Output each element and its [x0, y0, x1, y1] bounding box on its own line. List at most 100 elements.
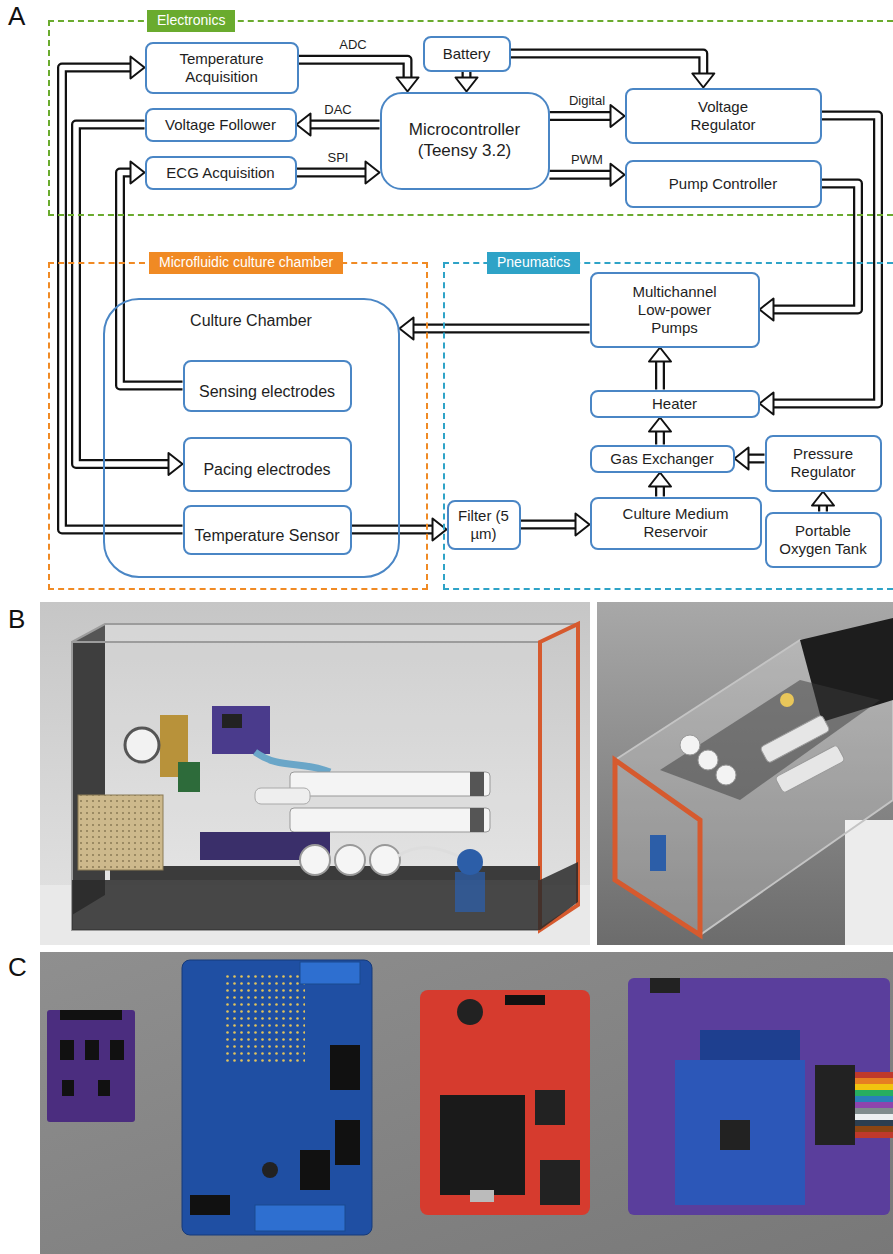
- arrow-inner: [310, 122, 380, 128]
- panel-letter: A: [8, 3, 25, 29]
- arrow-head: [692, 74, 714, 88]
- photo-enclosure-front: [470, 808, 484, 832]
- box-label: Voltage Follower: [165, 116, 276, 134]
- arrow-outline: [773, 116, 879, 404]
- process-box: Pump Controller: [625, 160, 822, 208]
- photo-circuit-boards: [815, 1065, 855, 1145]
- photo-circuit-boards: [60, 1010, 122, 1020]
- photo-circuit-boards: [330, 1045, 360, 1090]
- photo-enclosure-side: [780, 693, 794, 707]
- arrow-outline: [511, 54, 704, 75]
- arrow-head: [760, 393, 774, 415]
- group-region: PneumaticsMultichannel Low-power PumpsHe…: [443, 262, 893, 590]
- arrow-head: [649, 418, 671, 432]
- process-box: Multichannel Low-power Pumps: [590, 272, 760, 348]
- arrow-head: [297, 114, 311, 136]
- photo-circuit-boards: [182, 960, 372, 1235]
- group-region: Microfluidic culture chamberCulture Cham…: [48, 262, 428, 590]
- box-label: Gas Exchanger: [610, 450, 713, 468]
- photo-enclosure-side: [597, 602, 893, 945]
- arrow-outline: [297, 168, 367, 178]
- photo-circuit-boards: [855, 1114, 893, 1120]
- arrow-head: [760, 299, 774, 321]
- arrow-inner: [511, 54, 704, 75]
- arrow-inner: [773, 116, 879, 404]
- arrow-head: [456, 78, 478, 92]
- group-region: ElectronicsTemperature AcquisitionBatter…: [48, 20, 893, 216]
- arrow-outline: [521, 520, 577, 530]
- photo-enclosure-front: [370, 845, 400, 875]
- hollow-arrow: [649, 418, 671, 445]
- photo-circuit-boards: [855, 1084, 893, 1090]
- hollow-arrow: [456, 72, 478, 92]
- group-tag: Microfluidic culture chamber: [149, 252, 343, 274]
- photo-circuit-boards: [40, 952, 893, 1254]
- group-tag: Electronics: [147, 10, 235, 32]
- photo-circuit-boards: [457, 999, 483, 1025]
- photo-enclosure-front: [222, 714, 242, 728]
- process-box: Voltage Follower: [145, 108, 297, 142]
- process-box: Sensing electrodes: [183, 360, 352, 412]
- arrow-outline: [550, 170, 612, 180]
- arrow-outline: [310, 120, 380, 130]
- process-box: Temperature Acquisition: [145, 42, 299, 94]
- hollow-arrow: [299, 60, 419, 92]
- chamber-title: Culture Chamber: [105, 300, 398, 330]
- process-box: Portable Oxygen Tank: [765, 512, 882, 568]
- arrow-head: [366, 162, 380, 184]
- photo-circuit-boards: [262, 1162, 278, 1178]
- photo-circuit-boards: [505, 995, 545, 1005]
- hollow-arrow: [521, 514, 590, 536]
- hollow-arrow: [400, 318, 590, 340]
- arrow-head: [611, 105, 625, 127]
- photo-enclosure-front: [255, 752, 330, 772]
- box-label: Filter (5 µm): [455, 507, 513, 543]
- photo-circuit-boards: [855, 1120, 893, 1126]
- photo-circuit-boards: [62, 1080, 74, 1096]
- process-box: Battery: [423, 36, 511, 72]
- arrow-head: [131, 162, 145, 184]
- arrow-inner: [299, 60, 408, 79]
- photo-circuit-boards: [675, 1060, 805, 1205]
- box-label: Portable Oxygen Tank: [773, 522, 874, 558]
- arrow-inner: [413, 326, 590, 332]
- arrow-outline: [352, 525, 434, 535]
- arrow-inner: [521, 522, 577, 528]
- photo-enclosure-front: [470, 772, 484, 796]
- photo-circuit-boards: [535, 1090, 565, 1125]
- box-label: Culture Medium Reservoir: [598, 505, 754, 541]
- process-box: Gas Exchanger: [590, 445, 735, 473]
- photo-circuit-boards: [855, 1090, 893, 1096]
- chamber-box: Culture ChamberSensing electrodesPacing …: [103, 298, 400, 578]
- arrow-inner: [748, 456, 765, 462]
- photo-circuit-boards: [855, 1096, 893, 1102]
- box-label: Microcontroller (Teensy 3.2): [388, 120, 542, 161]
- photo-circuit-boards: [855, 1108, 893, 1114]
- box-label: Heater: [652, 395, 697, 413]
- photo-circuit-boards: [98, 1080, 110, 1096]
- arrow-inner: [657, 361, 663, 390]
- process-box: Voltage Regulator: [625, 88, 822, 144]
- arrow-head: [735, 448, 749, 470]
- arrow-head: [400, 318, 414, 340]
- signal-label: SPI: [326, 150, 351, 166]
- arrow-head: [397, 78, 419, 92]
- filter-box: Filter (5 µm): [447, 500, 521, 550]
- arrow-inner: [297, 170, 367, 176]
- arrow-outline: [550, 111, 612, 121]
- photo-circuit-boards: [855, 1132, 893, 1138]
- process-box: Pressure Regulator: [765, 435, 882, 492]
- arrow-outline: [413, 324, 590, 334]
- photo-circuit-boards: [440, 1095, 525, 1195]
- photo-enclosure-side: [597, 602, 893, 945]
- arrow-inner: [657, 431, 663, 445]
- arrow-head: [649, 473, 671, 487]
- photo-enclosure-front: [178, 762, 200, 792]
- photo-circuit-boards: [110, 1040, 124, 1060]
- process-box: Temperature Sensor: [183, 505, 352, 555]
- group-tag: Pneumatics: [487, 252, 580, 274]
- photo-enclosure-front: [335, 845, 365, 875]
- hollow-arrow: [735, 448, 765, 470]
- process-box: Heater: [590, 390, 760, 418]
- photo-circuit-boards: [855, 1072, 893, 1078]
